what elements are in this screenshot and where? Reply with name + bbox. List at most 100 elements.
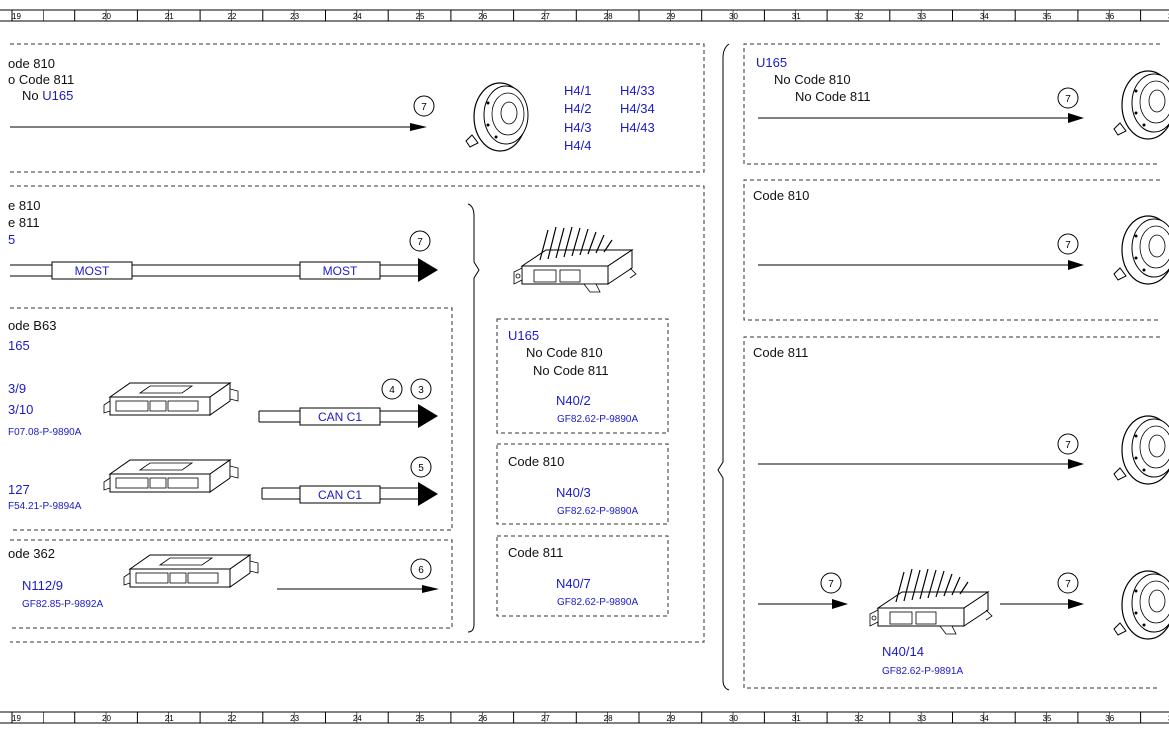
ruler-number: 32 (854, 12, 863, 21)
left-box-2-condition-1: e 810 (8, 198, 41, 213)
right-box-1-u165: U165 (756, 55, 787, 70)
right-box-1-condition-1: No Code 810 (774, 72, 851, 87)
module-n112-9-label: N112/9 (22, 578, 63, 593)
left-box-1-condition-1: ode 810 (8, 56, 55, 71)
ruler-number: 25 (416, 12, 425, 21)
ruler-number: 37 (1168, 12, 1169, 21)
node-5-label: 5 (418, 463, 424, 474)
ruler-number: 30 (729, 12, 738, 21)
left-box-3-condition-1: ode B63 (8, 318, 56, 333)
left-box-1-condition-3: No U165 (22, 88, 73, 103)
node-6-label: 6 (418, 565, 424, 576)
ruler-bottom: 19202122232425262728293031323334353637 (0, 711, 1169, 724)
ruler-number: 22 (227, 714, 236, 723)
can-bus-label-2: CAN C1 (318, 488, 362, 502)
left-box-3-frame (10, 307, 453, 531)
ruler-number: 27 (541, 12, 550, 21)
speaker-right-4-icon (1113, 570, 1169, 640)
middle-box-a-condition-2: No Code 811 (533, 363, 609, 378)
ruler-number: 23 (290, 714, 299, 723)
node-7-label: 7 (828, 579, 834, 590)
ruler-number: 24 (353, 714, 362, 723)
ruler-number: 25 (416, 714, 425, 723)
left-box-2-frame (10, 185, 705, 643)
middle-box-b-condition: Code 810 (508, 454, 564, 469)
ruler-top: 19202122232425262728293031323334353637 (0, 9, 1169, 22)
middle-box-a-condition-1: No Code 810 (526, 345, 603, 360)
left-box-2-condition-2: e 811 (8, 215, 40, 230)
ruler-number: 30 (729, 714, 738, 723)
ruler-number: 26 (478, 714, 487, 723)
speaker-right-3-icon (1113, 415, 1169, 485)
ruler-number: 34 (980, 12, 989, 21)
module-n40-2-label: N40/2 (556, 393, 591, 408)
part-h4-2: H4/2 (564, 101, 591, 116)
node-7-label: 7 (421, 102, 427, 113)
middle-box-c-frame (496, 535, 669, 617)
ruler-number: 24 (353, 12, 362, 21)
brace-middle (467, 203, 480, 633)
part-h4-4: H4/4 (564, 138, 591, 153)
module-n40-14-label: N40/14 (882, 644, 924, 659)
ruler-number: 21 (165, 12, 174, 21)
ruler-number: 27 (541, 714, 550, 723)
ruler-number: 35 (1043, 12, 1052, 21)
left-box-3-condition-2: 165 (8, 338, 30, 353)
most-bus-box-2 (299, 261, 381, 280)
node-7-label: 7 (1065, 94, 1071, 105)
ruler-number: 31 (792, 714, 801, 723)
node-7-label: 7 (1065, 579, 1071, 590)
ruler-number: 28 (604, 714, 613, 723)
ruler-number: 33 (917, 714, 926, 723)
right-box-1-frame (743, 43, 1160, 165)
brace-right (717, 43, 730, 691)
middle-box-b-frame (496, 443, 669, 525)
left-box-1-condition-3-prefix: No (22, 88, 42, 103)
amplifier-n40-14-icon (869, 568, 993, 635)
left-box-2-condition-3: 5 (8, 232, 15, 247)
ruler-number: 32 (854, 714, 863, 723)
ruler-number: 36 (1105, 714, 1114, 723)
right-box-3-condition: Code 811 (753, 345, 808, 360)
ruler-number: 26 (478, 12, 487, 21)
module-n40-3-ref: GF82.62-P-9890A (557, 506, 638, 517)
most-bus-box-1 (51, 261, 133, 280)
module-n40-2-ref: GF82.62-P-9890A (557, 414, 638, 425)
module-n3-9-label: 3/9 (8, 381, 26, 396)
ruler-number: 29 (666, 714, 675, 723)
left-box-1-frame (10, 43, 705, 173)
ruler-number: 37 (1168, 714, 1169, 723)
module-n40-7-ref: GF82.62-P-9890A (557, 597, 638, 608)
module-n3-10-label: 3/10 (8, 402, 33, 417)
right-box-1-condition-2: No Code 811 (795, 89, 871, 104)
control-unit-n112-icon (123, 554, 259, 588)
left-box-4-condition-1: ode 362 (8, 546, 55, 561)
ruler-number: 34 (980, 714, 989, 723)
most-bus-label-2: MOST (323, 264, 358, 278)
left-box-1-condition-2: o Code 811 (8, 72, 74, 87)
ruler-number: 33 (917, 12, 926, 21)
node-3-label: 3 (418, 385, 424, 396)
middle-box-c-condition: Code 811 (508, 545, 563, 560)
ruler-number: 19 (12, 12, 21, 21)
node-7-label: 7 (1065, 240, 1071, 251)
ruler-number: 20 (102, 714, 111, 723)
ruler-number: 31 (792, 12, 801, 21)
amplifier-n40-icon (513, 226, 637, 293)
middle-box-a-frame (496, 318, 669, 434)
module-n40-14-ref: GF82.62-P-9891A (882, 666, 963, 677)
speaker-h4-icon (465, 82, 529, 152)
ruler-number: 28 (604, 12, 613, 21)
left-box-1-condition-3-u165: U165 (42, 88, 73, 103)
ruler-number: 36 (1105, 12, 1114, 21)
can-bus-label-1: CAN C1 (318, 410, 362, 424)
part-h4-43: H4/43 (620, 120, 655, 135)
ruler-number: 22 (227, 12, 236, 21)
speaker-right-2-icon (1113, 215, 1169, 285)
module-n3-ref: F07.08-P-9890A (8, 427, 82, 438)
left-box-4-frame (10, 539, 453, 629)
module-n127-ref: F54.21-P-9894A (8, 501, 82, 512)
can-bus-box-2 (299, 485, 381, 504)
part-h4-3: H4/3 (564, 120, 591, 135)
